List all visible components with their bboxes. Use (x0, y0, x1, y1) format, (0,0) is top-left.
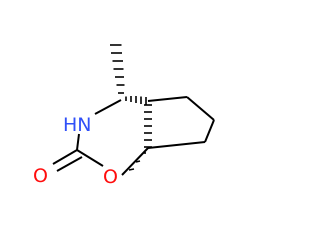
bond-c2-carbonyl-a (52, 149, 78, 165)
bond-c4-n (94, 99, 122, 115)
bond-c2-ring-oxygen (76, 149, 104, 167)
molecule-drawing: HN O O (33, 44, 215, 188)
c4a-c4-hashed-bond (125, 96, 147, 105)
bond-c6-c5 (186, 96, 215, 121)
c8a-oxygen-hashed-bond (128, 152, 146, 171)
bond-n-c2 (76, 133, 80, 151)
carbonyl-oxygen-label: O (33, 165, 48, 187)
bond-c8a-c7 (147, 141, 206, 149)
bond-c2-carbonyl-b (56, 156, 83, 172)
methyl-hashed-wedge (110, 44, 125, 94)
c8a-c4a-hashed-bond (144, 104, 152, 148)
ring-oxygen-label: O (103, 166, 118, 188)
bond-ring-oxygen-c8a (121, 147, 149, 176)
bond-c5-c4a (147, 96, 188, 102)
structure-canvas: HN O O (33, 44, 215, 188)
nitrogen-label: HN (63, 114, 92, 136)
bond-c7-c6 (204, 119, 215, 143)
